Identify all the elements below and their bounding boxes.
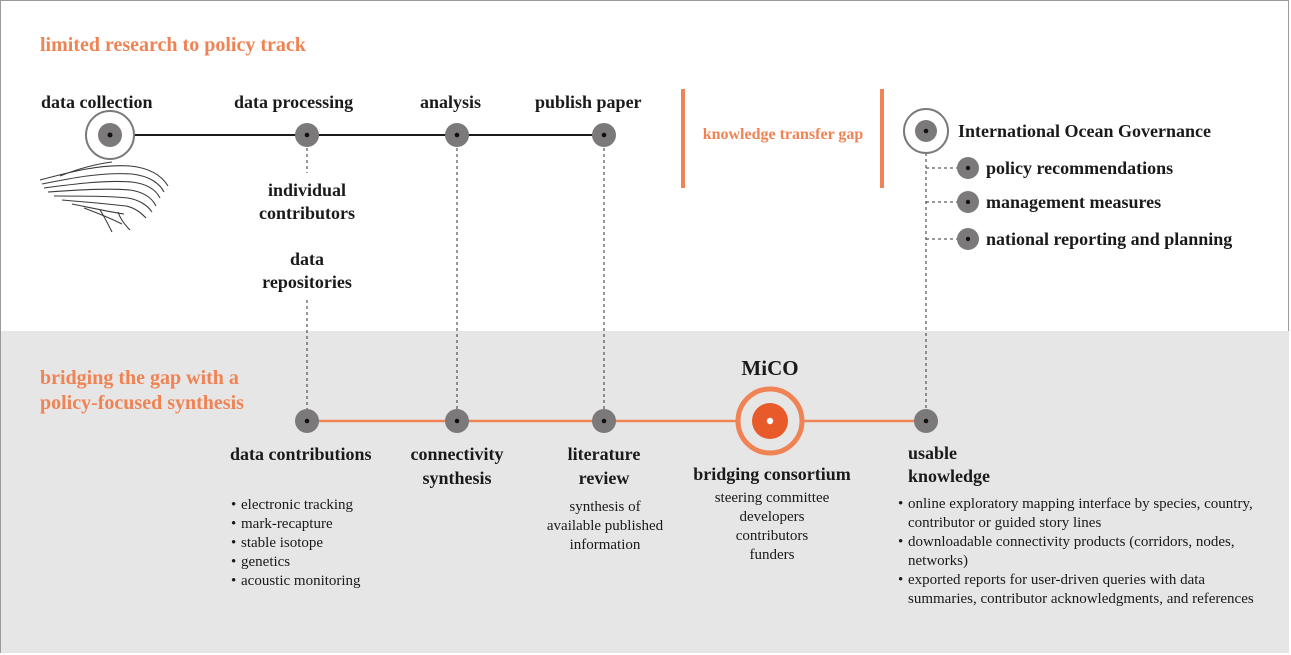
bottom-section-title: bridging the gap with a policy-focused s… — [40, 367, 244, 414]
consortium-members: steering committee developers contributo… — [672, 489, 872, 565]
governance-item-reporting: national reporting and planning — [986, 229, 1233, 249]
stage-data-processing: data processing — [234, 92, 354, 112]
knowledge-transfer-gap-label: knowledge transfer gap — [702, 126, 864, 143]
top-section-title: limited research to policy track — [40, 34, 306, 56]
gap-bar-left — [681, 89, 685, 188]
list-item: online exploratory mapping interface by … — [898, 495, 1268, 533]
stage-publish-paper: publish paper — [535, 92, 642, 112]
list-item: mark-recapture — [231, 515, 421, 534]
governance-item-management: management measures — [986, 192, 1162, 212]
list-item: genetics — [231, 553, 421, 572]
data-contributions-list: electronic tracking mark-recapture stabl… — [231, 496, 421, 591]
list-item: downloadable connectivity products (corr… — [898, 533, 1268, 571]
literature-review-title: literature review — [567, 444, 641, 488]
consortium-member: steering committee — [714, 490, 830, 506]
list-item: stable isotope — [231, 534, 421, 553]
connectivity-synthesis-title: connectivity synthesis — [410, 444, 504, 488]
consortium-member: funders — [749, 547, 795, 563]
literature-review-note: synthesis of available published informa… — [546, 499, 664, 553]
note-data-repositories: data repositories — [262, 249, 352, 292]
list-item: electronic tracking — [231, 496, 421, 515]
stage-analysis: analysis — [420, 92, 482, 112]
note-individual-contributors: individual contributors — [259, 180, 355, 223]
governance-title: International Ocean Governance — [958, 121, 1211, 141]
consortium-member: developers — [739, 509, 805, 525]
usable-knowledge-title: usable knowledge — [908, 443, 991, 486]
usable-knowledge-list: online exploratory mapping interface by … — [898, 495, 1268, 609]
whale-illustration — [39, 161, 169, 233]
consortium-member: contributors — [735, 528, 809, 544]
list-item: acoustic monitoring — [231, 572, 421, 591]
list-item: exported reports for user-driven queries… — [898, 571, 1268, 609]
gap-bar-right — [880, 89, 884, 188]
governance-item-policy: policy recommendations — [986, 158, 1174, 178]
consortium-title: bridging consortium — [693, 464, 851, 484]
stage-data-collection: data collection — [41, 92, 153, 112]
data-contributions-title: data contributions — [230, 444, 372, 464]
mico-label: MiCO — [741, 356, 799, 380]
